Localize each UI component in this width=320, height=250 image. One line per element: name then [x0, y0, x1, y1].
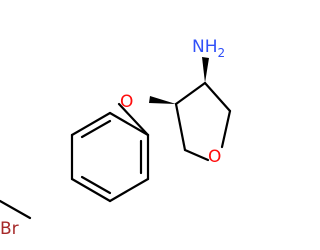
double-bond-c4-c5 — [80, 175, 112, 195]
bond-c3-c4 — [108, 177, 150, 203]
bromine-symbol: Br — [0, 219, 19, 239]
ring-oxygen-symbol: O — [208, 147, 221, 167]
ring-oxygen-label: O — [208, 147, 221, 167]
bromine-label: Br — [0, 219, 19, 239]
bond-c3f-c4f — [174, 81, 207, 106]
bond-c2f-c3f — [174, 102, 187, 152]
ether-oxygen-symbol: O — [120, 92, 133, 112]
bond-c6-c1 — [70, 111, 112, 137]
ether-oxygen-label: O — [120, 92, 133, 112]
bond-c4f-c5f — [203, 81, 232, 113]
bond-aryl-bromine — [0, 199, 32, 220]
amine-label: NH2 — [192, 37, 225, 60]
amine-subscript: 2 — [218, 46, 226, 60]
benzene-ring — [70, 111, 150, 203]
wedge-bond-amine — [202, 57, 209, 83]
bond-aryl-ether-oxygen — [117, 102, 150, 137]
wedge-bond-ether-oxygen — [149, 96, 176, 104]
amine-symbol: NH — [192, 37, 218, 57]
bond-c5f-o — [220, 109, 232, 149]
bond-o-c2f — [183, 148, 210, 162]
molecule-structure: NH2 O O Br — [0, 37, 232, 239]
tetrahydrofuran-ring — [174, 81, 232, 162]
double-bond-c6-c1 — [80, 119, 112, 139]
bond-c1-c2 — [108, 111, 150, 137]
bond-c4-c5 — [70, 177, 112, 203]
